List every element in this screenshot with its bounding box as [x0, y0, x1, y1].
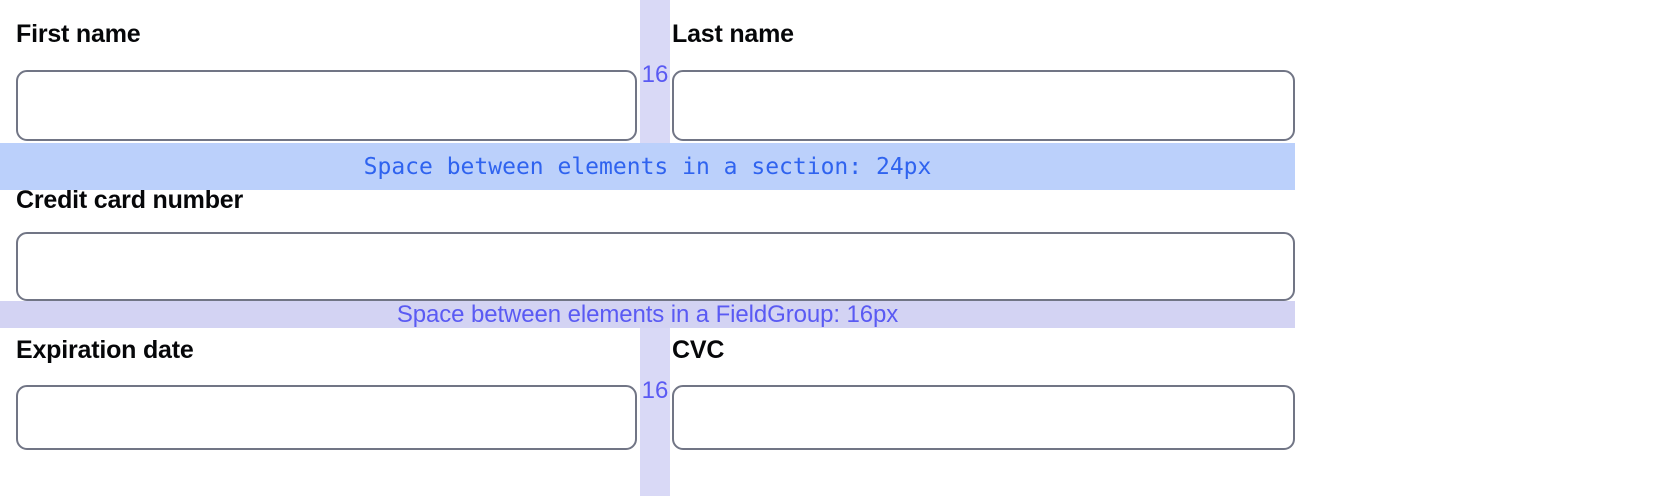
cvc-input[interactable] [672, 385, 1295, 450]
horizontal-gap-label-top: 16 [641, 61, 669, 88]
expiration-date-input[interactable] [16, 385, 637, 450]
form-content: 16 First name Last name Space between el… [0, 0, 1295, 496]
horizontal-gap-label-bottom: 16 [641, 377, 669, 404]
section-spacing-annotation-band: Space between elements in a section: 24p… [0, 143, 1295, 190]
fieldgroup-spacing-annotation-text: Space between elements in a FieldGroup: … [396, 300, 899, 328]
horizontal-gap-column-top: 16 [640, 0, 670, 143]
first-name-input[interactable] [16, 70, 637, 141]
cvc-label: CVC [672, 336, 725, 364]
last-name-input[interactable] [672, 70, 1295, 141]
expiration-date-label: Expiration date [16, 336, 194, 364]
last-name-label: Last name [672, 20, 794, 48]
first-name-label: First name [16, 20, 141, 48]
credit-card-number-input[interactable] [16, 232, 1295, 301]
credit-card-number-label: Credit card number [16, 186, 244, 214]
section-spacing-annotation-text: Space between elements in a section: 24p… [363, 153, 932, 180]
horizontal-gap-column-bottom: 16 [640, 328, 670, 496]
fieldgroup-spacing-annotation-band: Space between elements in a FieldGroup: … [0, 301, 1295, 328]
